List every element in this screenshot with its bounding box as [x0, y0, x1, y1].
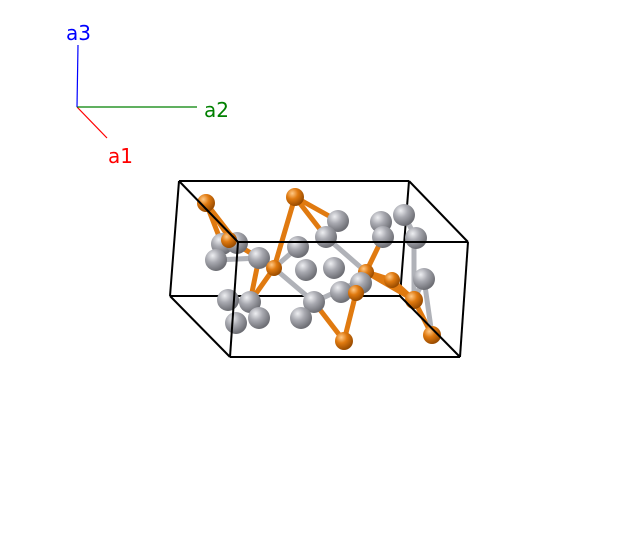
a3-axis-line [76, 44, 79, 108]
atom [405, 291, 423, 309]
atom [295, 259, 317, 281]
atom [248, 307, 270, 329]
unit-cell-front [169, 180, 469, 358]
atom [348, 285, 364, 301]
atom [286, 188, 304, 206]
atom [239, 291, 261, 313]
atom [197, 194, 215, 212]
atom [335, 332, 353, 350]
a3-axis-label: a3 [66, 21, 91, 45]
atom [221, 232, 237, 248]
atom [205, 249, 227, 271]
a2-axis-label: a2 [204, 98, 229, 122]
atom [248, 247, 270, 269]
atom [303, 291, 325, 313]
a1-axis-line [76, 106, 108, 139]
axis-triad: a1 a2 a3 [66, 21, 229, 168]
atom [287, 236, 309, 258]
atom [413, 268, 435, 290]
atom [225, 312, 247, 334]
atom [423, 326, 441, 344]
a1-axis-label: a1 [108, 144, 133, 168]
atom [290, 307, 312, 329]
atom [266, 260, 282, 276]
atom [330, 281, 352, 303]
atom [405, 227, 427, 249]
atom [393, 204, 415, 226]
atom [217, 289, 239, 311]
atom [327, 210, 349, 232]
atom [315, 226, 337, 248]
atom [384, 272, 400, 288]
atom [372, 226, 394, 248]
atom [323, 257, 345, 279]
